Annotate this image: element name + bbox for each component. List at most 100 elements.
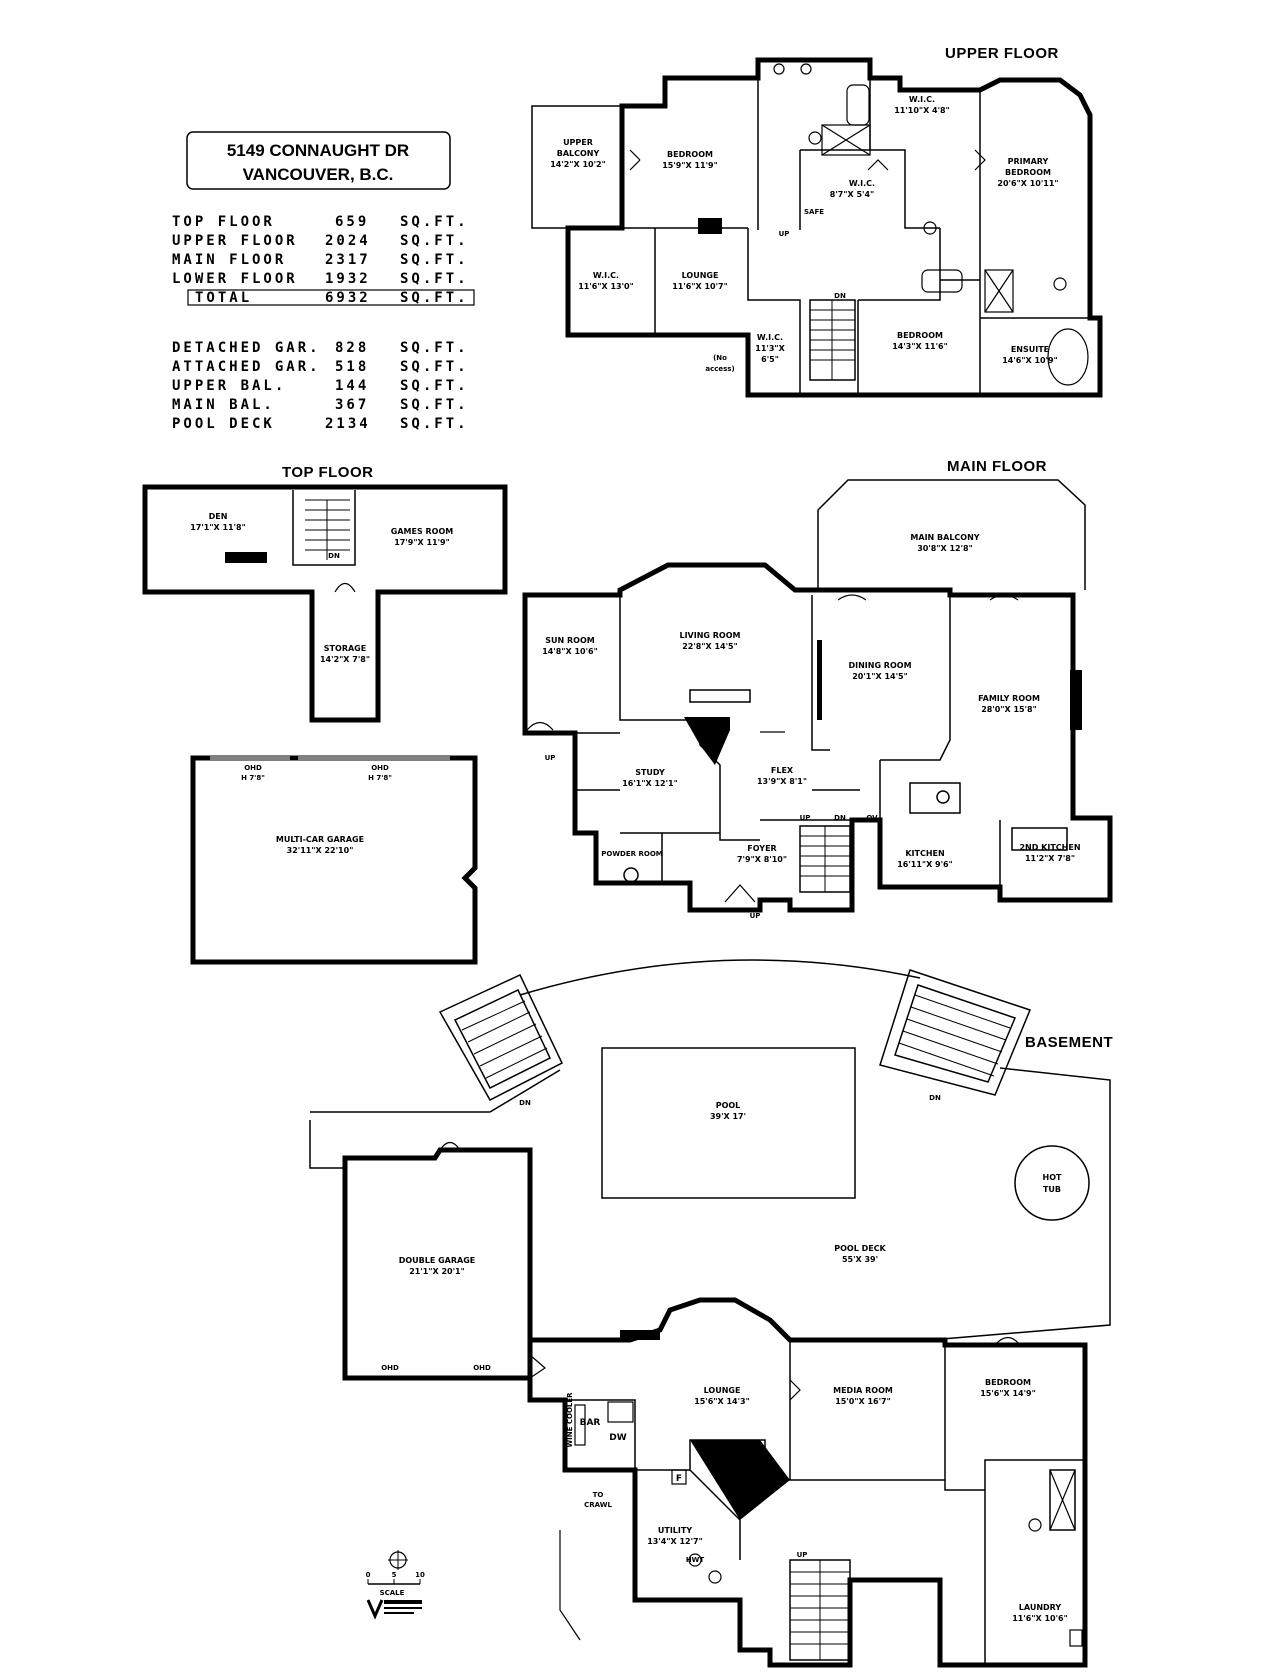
top-floor-stair-walls	[292, 490, 356, 566]
door-swing	[439, 1141, 461, 1151]
ensuite-name: ENSUITE	[1011, 345, 1049, 354]
double-garage-dim: 21'1"X 20'1"	[409, 1267, 465, 1276]
basement-plan: BASEMENT	[309, 959, 1113, 1668]
crawl-wall	[559, 1530, 581, 1641]
scale-start: 0	[366, 1571, 371, 1579]
hwt-icon-2	[708, 1570, 722, 1584]
area-unit-main: SQ.FT.	[400, 252, 469, 268]
media-room-name: MEDIA ROOM	[833, 1386, 893, 1395]
primary-bedroom-name-2: BEDROOM	[1005, 168, 1051, 177]
second-kitchen-dim: 11'2"X 7'8"	[1025, 854, 1075, 863]
area-value-main: 2317	[325, 252, 371, 268]
utility-dim: 13'4"X 12'7"	[647, 1537, 703, 1546]
draftsman-logo	[366, 1599, 422, 1620]
toilet-icon-3	[808, 131, 822, 145]
dining-room-name: DINING ROOM	[848, 661, 911, 670]
toilet-icon	[923, 221, 937, 235]
bedroom-2-name: BEDROOM	[897, 331, 943, 340]
extra-label-detached: DETACHED GAR.	[172, 340, 321, 356]
wic-mid-dim: 8'7"X 5'4"	[830, 190, 874, 199]
washer-icon	[1069, 1629, 1083, 1647]
area-table: TOP FLOOR 659 SQ.FT. UPPER FLOOR 2024 SQ…	[172, 214, 475, 432]
wic-left-dim: 11'6"X 13'0"	[578, 282, 634, 291]
top-floor-dn-label: DN	[328, 552, 340, 560]
upper-stairs	[809, 299, 856, 381]
media-room-dim: 15'0"X 16'7"	[835, 1397, 891, 1406]
flex-name: FLEX	[771, 766, 794, 775]
pool	[601, 1047, 856, 1199]
pool-deck-dim: 55'X 39'	[842, 1255, 878, 1264]
extra-unit-main-bal: SQ.FT.	[400, 397, 469, 413]
wic-top-name: W.I.C.	[909, 95, 935, 104]
wic-top-dim: 11'10"X 4'8"	[894, 106, 950, 115]
no-access-1: (No	[713, 354, 727, 362]
to-crawl-2: CRAWL	[584, 1501, 612, 1509]
extra-value-main-bal: 367	[335, 397, 369, 413]
extra-unit-pool-deck: SQ.FT.	[400, 416, 469, 432]
area-unit-top: SQ.FT.	[400, 214, 469, 230]
bar-label: BAR	[580, 1418, 601, 1428]
hot-tub-label-2: TUB	[1043, 1185, 1061, 1194]
address-line-1: 5149 CONNAUGHT DR	[227, 141, 409, 160]
hearth	[689, 689, 751, 703]
area-label-top: TOP FLOOR	[172, 214, 275, 230]
den-dim: 17'1"X 11'8"	[190, 523, 246, 532]
top-floor-plan: TOP FLOOR DEN 17'1"X 11'8" GAMES ROOM 17…	[142, 464, 508, 723]
foyer-dim: 7'9"X 8'10"	[737, 855, 787, 864]
primary-bedroom-name-1: PRIMARY	[1008, 157, 1049, 166]
main-stairs	[799, 825, 851, 893]
foyer-name: FOYER	[747, 844, 776, 853]
kitchen-dim: 16'11"X 9'6"	[897, 860, 953, 869]
main-dn-label: DN	[834, 814, 846, 822]
hot-tub-label-1: HOT	[1043, 1173, 1062, 1182]
door-swing	[994, 1336, 1021, 1346]
area-unit-total: SQ.FT.	[400, 290, 469, 306]
pool-deck-name: POOL DECK	[834, 1244, 886, 1253]
area-value-lower: 1932	[325, 271, 371, 287]
detached-garage-plan: OHD H 7'8" OHD H 7'8" MULTI-CAR GARAGE 3…	[190, 755, 478, 965]
toilet-icon-2	[1053, 277, 1067, 291]
dishwasher-label: DW	[609, 1433, 626, 1443]
extra-label-pool-deck: POOL DECK	[172, 416, 275, 432]
living-room-name: LIVING ROOM	[679, 631, 740, 640]
main-balcony-outline	[817, 479, 1086, 590]
extra-label-attached: ATTACHED GAR.	[172, 359, 321, 375]
no-access-2: access)	[705, 365, 734, 373]
flex-dim: 13'9"X 8'1"	[757, 777, 807, 786]
basement-dn-label-2: DN	[929, 1094, 941, 1102]
extra-label-main-bal: MAIN BAL.	[172, 397, 275, 413]
main-balcony-dim: 30'8"X 12'8"	[917, 544, 973, 553]
door-swing	[760, 594, 867, 733]
main-floor-outer-wall	[522, 562, 1113, 913]
pool-deck-outline	[309, 1067, 1111, 1345]
dining-room-dim: 20'1"X 14'5"	[852, 672, 908, 681]
primary-bedroom-dim: 20'6"X 10'11"	[997, 179, 1058, 188]
pool-dim: 39'X 17'	[710, 1112, 746, 1121]
area-label-total: TOTAL	[195, 290, 252, 306]
area-label-lower: LOWER FLOOR	[172, 271, 298, 287]
main-floor-plan: MAIN FLOOR MAIN BALCONY 30'8"X 1	[522, 458, 1113, 920]
extra-label-upper-bal: UPPER BAL.	[172, 378, 286, 394]
basement-stairs	[789, 1559, 851, 1661]
extra-unit-upper-bal: SQ.FT.	[400, 378, 469, 394]
upper-balcony-name-1: UPPER	[563, 138, 593, 147]
wic-mid-name: W.I.C.	[849, 179, 875, 188]
second-kitchen-name: 2ND KITCHEN	[1019, 843, 1080, 852]
area-value-total: 6932	[325, 290, 371, 306]
wine-cooler-icon	[574, 1404, 586, 1446]
island-sink-icon	[936, 790, 950, 804]
door-swing	[529, 1354, 546, 1379]
multi-car-garage-name: MULTI-CAR GARAGE	[276, 835, 364, 844]
basement-dn-label-1: DN	[519, 1099, 531, 1107]
main-floor-title: MAIN FLOOR	[947, 458, 1047, 475]
door-swing	[867, 159, 889, 171]
area-value-top: 659	[335, 214, 369, 230]
scale-end: 10	[415, 1571, 425, 1579]
laundry-dim: 11'6"X 10'6"	[1012, 1614, 1068, 1623]
shower-icon	[984, 269, 1014, 313]
basement-shower	[1049, 1469, 1076, 1531]
top-floor-title: TOP FLOOR	[282, 464, 373, 481]
hwt-icon	[688, 1553, 702, 1567]
upper-chimney	[698, 218, 722, 234]
basement-title: BASEMENT	[1025, 1034, 1113, 1051]
